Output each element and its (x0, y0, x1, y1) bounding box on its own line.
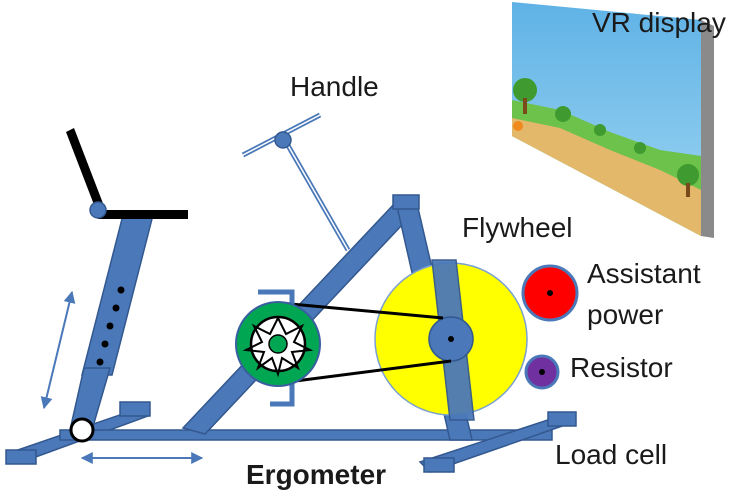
belt-upper (279, 301, 444, 320)
seat-pivot-joint (69, 417, 95, 443)
assistant-power-axle (547, 290, 553, 296)
seat-pivot (89, 201, 107, 219)
base-frame (5, 401, 577, 473)
vr-display (512, 2, 714, 238)
label-ergometer: Ergometer (246, 459, 387, 490)
load-cell-foot (547, 411, 577, 427)
handle-pivot (274, 131, 292, 149)
seat (66, 128, 188, 219)
label-handle: Handle (290, 71, 379, 102)
belt-lower (279, 359, 452, 385)
seat-post (69, 214, 154, 431)
foot-back-left (119, 401, 151, 417)
label-assistant: Assistant (587, 258, 701, 289)
vr-display-screen (512, 2, 701, 236)
foot-front (423, 457, 455, 473)
label-vr-display: VR display (592, 7, 726, 38)
handle (241, 112, 351, 252)
flywheel (374, 259, 528, 421)
foot-left (5, 449, 37, 465)
label-power: power (587, 299, 664, 330)
label-resistor: Resistor (570, 352, 673, 383)
label-flywheel: Flywheel (462, 212, 573, 243)
label-load-cell: Load cell (555, 439, 668, 470)
resistor-axle (539, 369, 545, 375)
pedal-gear (235, 301, 321, 387)
vertical-adjust-arrow (40, 290, 76, 410)
vr-display-edge (701, 20, 714, 238)
